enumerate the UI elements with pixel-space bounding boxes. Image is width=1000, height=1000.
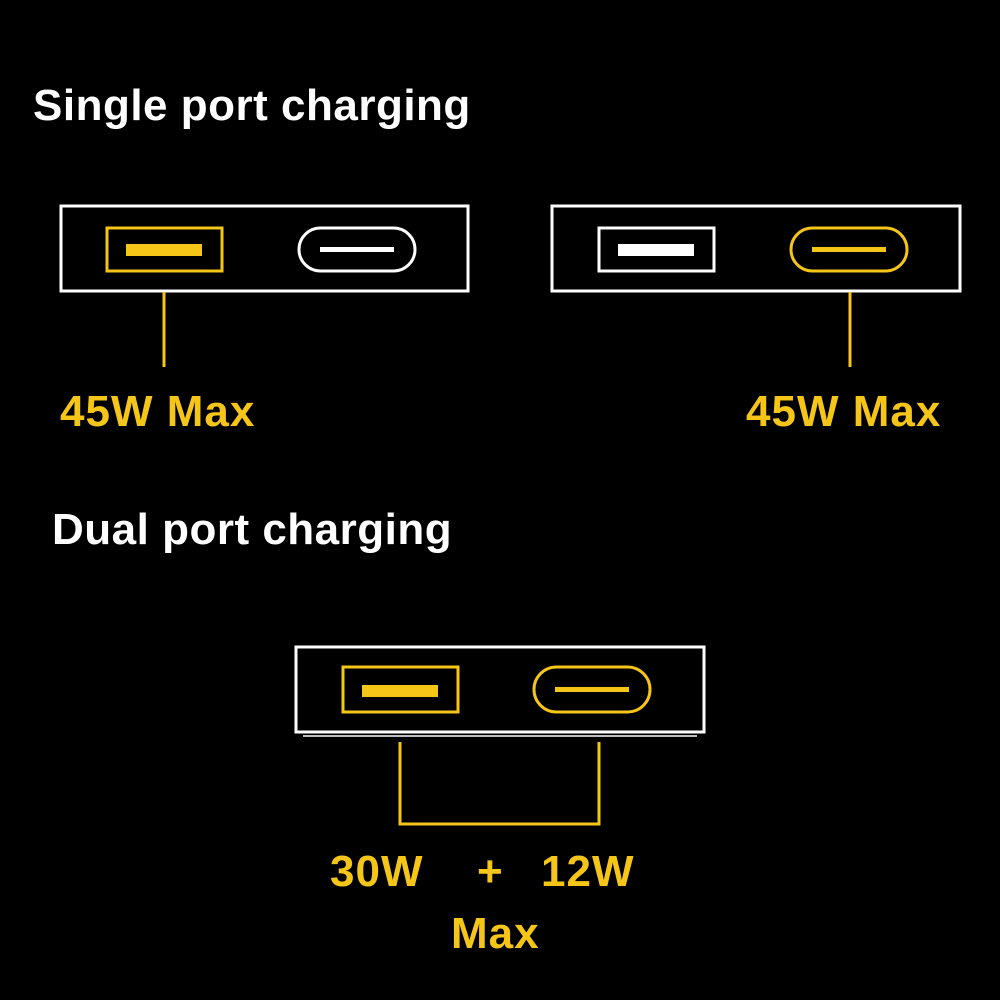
bracket-connector — [398, 742, 601, 826]
dual-port-heading: Dual port charging — [52, 505, 453, 554]
device-body-outline — [59, 204, 470, 293]
single-right-output-label: 45W Max — [746, 387, 942, 436]
usb-a-port-icon — [597, 226, 716, 273]
usb-a-port-icon — [105, 226, 224, 273]
single-port-heading: Single port charging — [33, 81, 471, 130]
dual-usb-c-output-label: 12W — [541, 847, 635, 896]
usb-c-port-icon — [297, 226, 417, 273]
dual-max-label: Max — [451, 909, 540, 958]
single-right-panel — [550, 204, 962, 367]
usb-c-port-icon — [789, 226, 909, 273]
usb-c-port-icon — [532, 665, 652, 714]
dual-panel — [294, 645, 706, 826]
usb-a-port-icon — [341, 665, 460, 714]
device-body-outline — [550, 204, 962, 293]
dual-usb-a-output-label: 30W — [330, 847, 424, 896]
single-left-output-label: 45W Max — [60, 387, 256, 436]
device-body-outline — [294, 645, 706, 734]
plus-sign: + — [477, 847, 504, 896]
single-left-panel — [59, 204, 470, 367]
